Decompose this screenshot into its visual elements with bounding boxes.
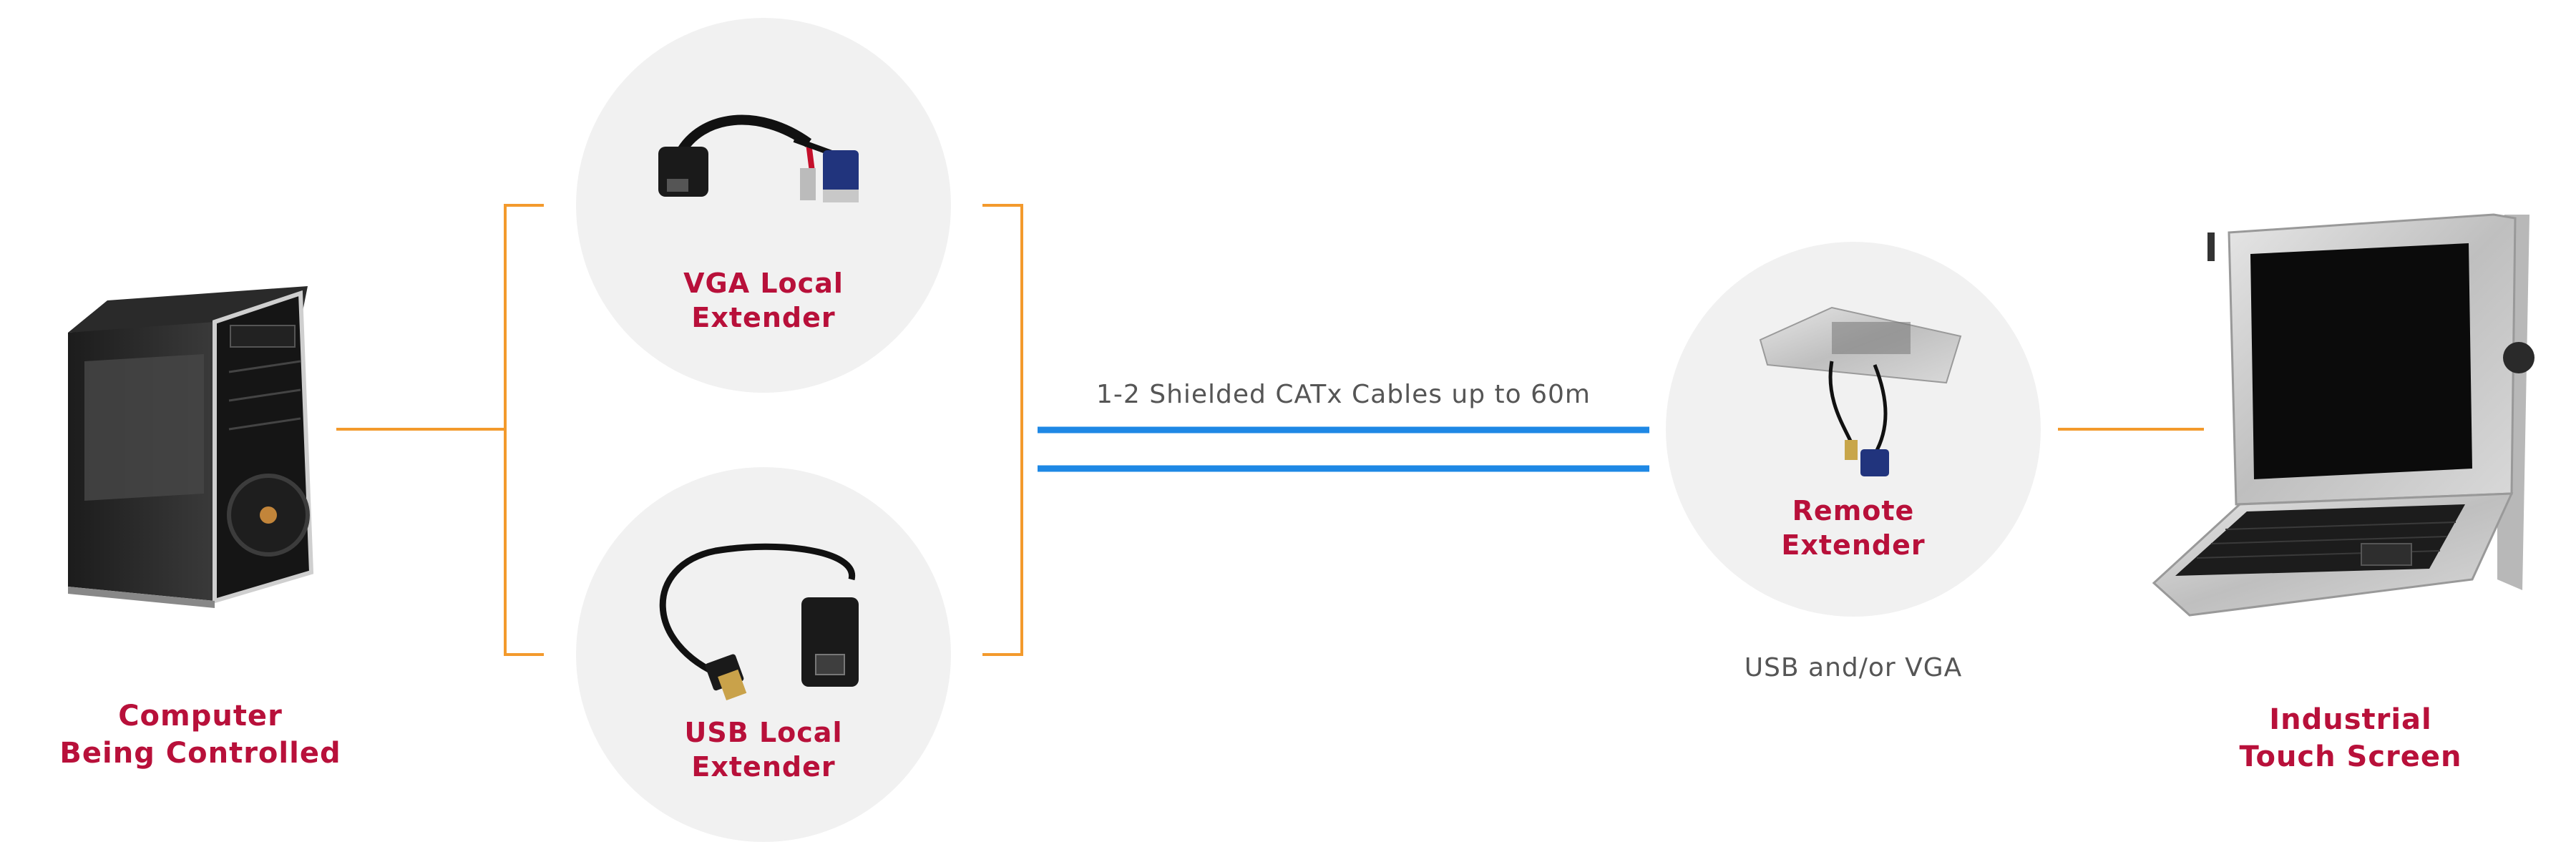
remote-extender-label: Remote Extender [1781,495,1926,561]
vga-local-circle [576,18,951,393]
touch-screen-terminal-icon [2152,213,2534,617]
remote-caption: USB and/or VGA [1744,653,1963,682]
catx-cables [1038,426,1649,472]
local-connector [336,204,1023,656]
vga-local-label: VGA Local Extender [683,268,844,333]
computer-tower-icon [68,286,314,608]
remote-extender-icon [1759,306,1962,476]
usb-local-circle [576,467,951,842]
touch-screen-label: Industrial Touch Screen [2239,703,2462,773]
usb-adapter-icon [659,543,859,701]
vga-adapter-icon [658,114,859,202]
usb-local-label: USB Local Extender [684,717,843,783]
cable-label: 1-2 Shielded CATx Cables up to 60m [1096,380,1591,409]
computer-label: Computer Being Controlled [59,700,341,770]
